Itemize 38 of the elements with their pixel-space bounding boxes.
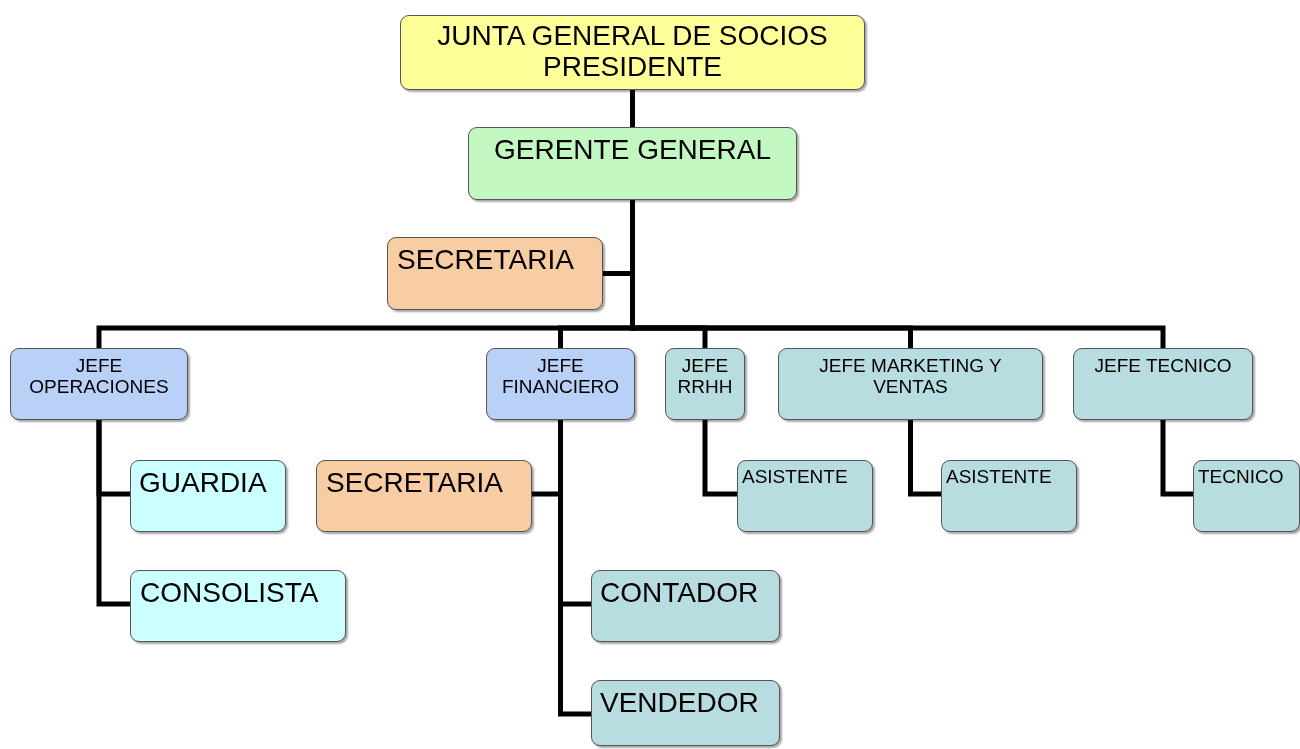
org-box — [665, 348, 745, 420]
org-box — [941, 460, 1077, 532]
connector-line — [702, 420, 737, 497]
box-label: JEFE RRHH — [676, 355, 734, 398]
org-box — [737, 460, 873, 532]
box-label: GUARDIA — [139, 467, 267, 499]
connector-line — [630, 90, 635, 127]
org-box — [591, 570, 780, 642]
box-label: ASISTENTE — [946, 466, 1052, 488]
org-box — [468, 127, 797, 200]
org-box — [387, 237, 603, 310]
connector-line — [96, 420, 130, 607]
box-label: SECRETARIA — [397, 244, 574, 276]
org-box — [778, 348, 1043, 420]
box-label: GERENTE GENERAL — [494, 134, 771, 166]
org-box — [1073, 348, 1253, 420]
box-label: JEFE MARKETING Y VENTAS — [818, 355, 1003, 398]
org-box — [130, 460, 286, 532]
box-label: CONTADOR — [600, 577, 759, 609]
box-label: TECNICO — [1198, 466, 1284, 488]
org-box — [591, 680, 780, 746]
box-label: JEFE TECNICO — [1094, 355, 1232, 377]
org-box — [400, 15, 865, 90]
connector-line — [558, 420, 591, 717]
connector-line — [908, 420, 941, 497]
box-label: JEFE OPERACIONES — [28, 355, 170, 398]
box-label: CONSOLISTA — [140, 577, 319, 609]
box-label: SECRETARIA — [326, 467, 503, 499]
org-box — [10, 348, 188, 420]
org-box — [130, 570, 346, 642]
connector-line — [1160, 420, 1193, 497]
box-label: JUNTA GENERAL DE SOCIOS PRESIDENTE — [436, 20, 829, 83]
box-label: ASISTENTE — [742, 466, 848, 488]
box-label: JEFE FINANCIERO — [500, 355, 621, 398]
box-label: VENDEDOR — [600, 687, 759, 719]
org-box — [486, 348, 635, 420]
org-box — [1193, 460, 1300, 532]
org-box — [316, 460, 532, 532]
